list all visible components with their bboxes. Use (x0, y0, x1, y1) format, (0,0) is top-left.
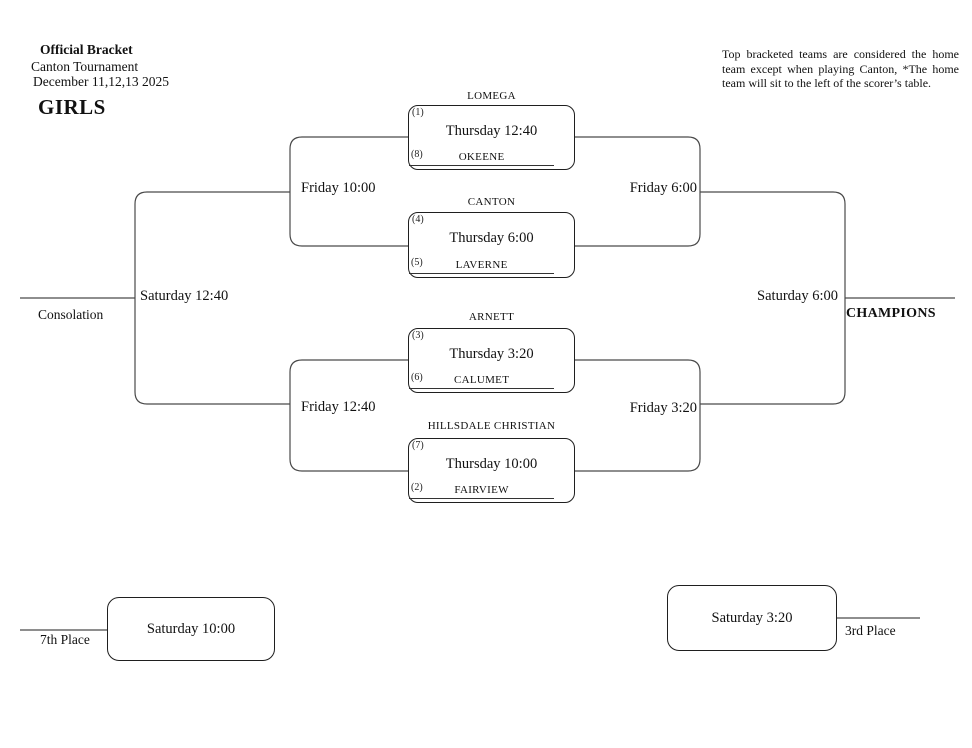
home-team-note: Top bracketed teams are considered the h… (722, 47, 959, 91)
connector-winners-semi-bottom (575, 359, 701, 472)
champions-label: CHAMPIONS (846, 306, 936, 321)
round-label-saturday-600: Saturday 6:00 (757, 288, 838, 304)
game-time: Saturday 3:20 (711, 609, 793, 626)
game-time: Saturday 10:00 (146, 620, 236, 637)
consolation-label: Consolation (38, 307, 104, 322)
seed-label: (4) (412, 214, 424, 225)
seed-label: (1) (412, 107, 424, 118)
seed-label: (2) (411, 482, 423, 493)
tournament-name: Canton Tournament (31, 59, 139, 74)
round-label-saturday-1240: Saturday 12:40 (140, 288, 229, 304)
page-title: Official Bracket (40, 42, 133, 57)
team-name: LOMEGA (467, 90, 516, 102)
round-label-friday-320: Friday 3:20 (629, 400, 697, 416)
third-place-label: 3rd Place (845, 623, 896, 638)
game-box-4: (7) Thursday 10:00 (2) FAIRVIEW (408, 438, 575, 503)
team-name: FAIRVIEW (409, 484, 555, 499)
game-time: Thursday 6:00 (449, 230, 534, 246)
round-label-friday-1000: Friday 10:00 (301, 180, 376, 196)
seed-label: (8) (411, 149, 423, 160)
seventh-place-box: Saturday 10:00 (107, 597, 275, 661)
game-box-3: (3) Thursday 3:20 (6) CALUMET (408, 328, 575, 393)
division-label: GIRLS (38, 95, 106, 119)
game-time: Thursday 12:40 (445, 123, 538, 139)
team-name: CALUMET (409, 374, 555, 389)
seed-label: (6) (411, 372, 423, 383)
round-label-friday-1240: Friday 12:40 (301, 399, 376, 415)
team-name: HILLSDALE CHRISTIAN (427, 420, 556, 432)
round-label-friday-600: Friday 6:00 (629, 180, 697, 196)
seed-label: (7) (412, 440, 424, 451)
seed-label: (3) (412, 330, 424, 341)
game-time: Thursday 3:20 (449, 346, 534, 362)
game-box-1: (1) Thursday 12:40 (8) OKEENE (408, 105, 575, 170)
game-box-2: (4) Thursday 6:00 (5) LAVERNE (408, 212, 575, 278)
seventh-place-label: 7th Place (40, 632, 90, 647)
team-name: LAVERNE (409, 259, 555, 274)
game-time: Thursday 10:00 (445, 456, 538, 472)
tournament-dates: December 11,12,13 2025 (33, 74, 169, 89)
team-name: OKEENE (409, 151, 555, 166)
connector-consolation-semi-bottom (289, 359, 408, 472)
team-name: ARNETT (468, 311, 515, 323)
team-name: CANTON (467, 196, 516, 208)
seed-label: (5) (411, 257, 423, 268)
third-place-box: Saturday 3:20 (667, 585, 837, 651)
